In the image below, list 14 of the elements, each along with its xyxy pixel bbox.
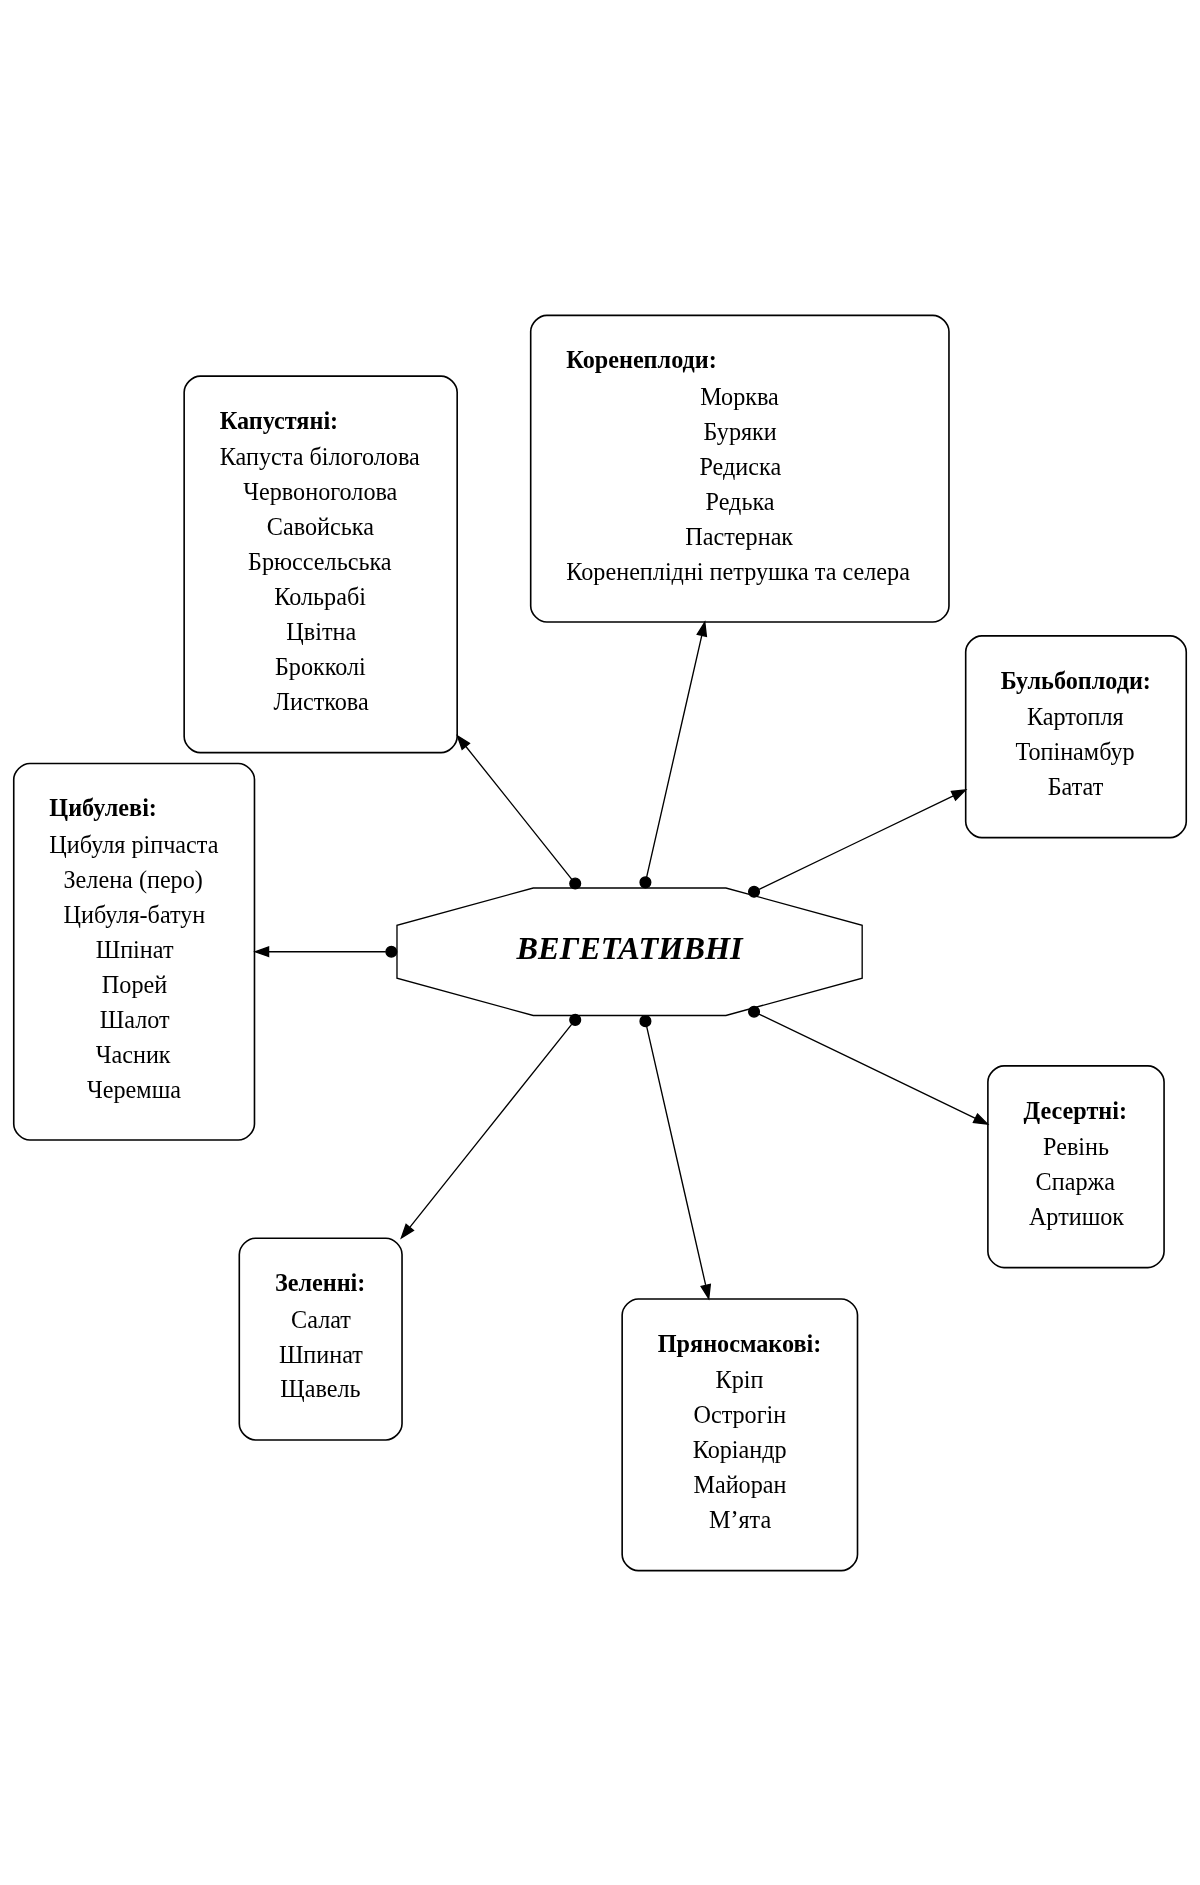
node-box: Коренеплоди: Морква Буряки Редиска Редька Пастернак Коренеплідні петрушка та селера [529, 314, 950, 623]
node-box: Капустяні: Капуста білоголова Червоноголова Савойська Брюссельська Кольрабі Цвітна Брокколі Листкова [183, 374, 458, 753]
arrow [748, 1005, 990, 1125]
node-box: Бульбоплоди: Картопля Топінамбур Батат [964, 634, 1188, 838]
arrow [456, 733, 582, 890]
arrow [639, 1014, 712, 1300]
arrow [748, 788, 968, 898]
arrow [639, 619, 708, 888]
node-box: Зеленні: Салат Шпинат Щавель [238, 1236, 403, 1441]
node-box: Пряносмакові: Кріп Острогін Коріандр Майоран М’ята [621, 1297, 859, 1571]
arrow [400, 1013, 582, 1239]
arrow [253, 945, 398, 958]
node-box: Десертні: Ревінь Спаржа Артишок [987, 1064, 1165, 1268]
node-box: Цибулеві: Цибуля ріпчаста Зелена (перо) Цибуля-батун Шпінат Порей Шалот Часник Черемша [12, 762, 256, 1141]
